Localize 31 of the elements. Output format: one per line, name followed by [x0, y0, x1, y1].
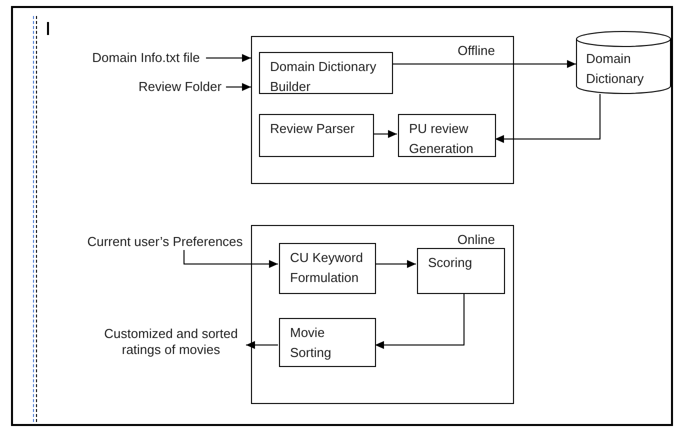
arrow: [392, 60, 576, 68]
node-label: Online: [457, 231, 495, 249]
arrow: [184, 250, 278, 268]
group-box: [251, 36, 514, 184]
node-label: Current user’s Preferences: [86, 234, 244, 250]
node-label: CU Keyword Formulation: [290, 249, 364, 287]
process-box: [417, 248, 505, 294]
node-label: PU review Generation: [409, 120, 474, 158]
node-label: Domain Dictionary: [586, 50, 645, 88]
arrow: [226, 83, 252, 91]
node-label: Movie Sorting: [290, 324, 332, 362]
node-label: Scoring: [428, 254, 474, 272]
arrow: [372, 130, 398, 138]
process-box: [259, 114, 374, 157]
database-cylinder: [576, 31, 671, 94]
node-label: Review Parser: [270, 120, 356, 138]
node-label: Domain Info.txt file: [91, 50, 201, 66]
group-box: [251, 225, 514, 404]
process-box: [398, 114, 496, 157]
node-label: Offline: [458, 42, 495, 60]
node-label: Customized and sorted ratings of movies: [103, 326, 239, 358]
arrow: [374, 260, 416, 268]
arrow: [206, 54, 252, 62]
arrow: [494, 94, 600, 143]
node-label: Domain Dictionary Builder: [270, 58, 378, 96]
node-label: Review Folder: [137, 79, 223, 95]
arrow: [246, 341, 278, 349]
process-box: [279, 243, 376, 294]
process-box: [279, 318, 376, 367]
process-box: [259, 52, 393, 94]
arrow: [374, 292, 464, 349]
